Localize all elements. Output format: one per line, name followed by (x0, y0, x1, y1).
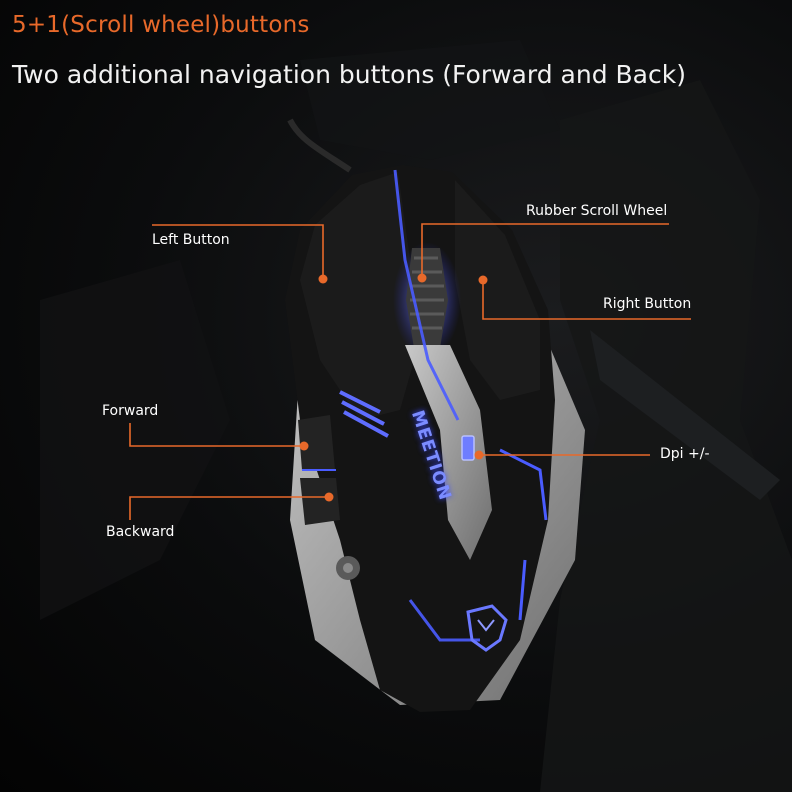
callout-left-button: Left Button (152, 232, 230, 248)
brand-shield-icon (466, 604, 508, 652)
callout-right-button: Right Button (603, 296, 692, 312)
page-title: 5+1(Scroll wheel)buttons (12, 12, 310, 38)
callout-backward: Backward (106, 524, 175, 540)
callout-scroll-wheel: Rubber Scroll Wheel (526, 203, 668, 219)
page-subtitle: Two additional navigation buttons (Forwa… (12, 60, 686, 89)
callout-dpi: Dpi +/- (660, 446, 710, 462)
callout-forward: Forward (102, 403, 159, 419)
